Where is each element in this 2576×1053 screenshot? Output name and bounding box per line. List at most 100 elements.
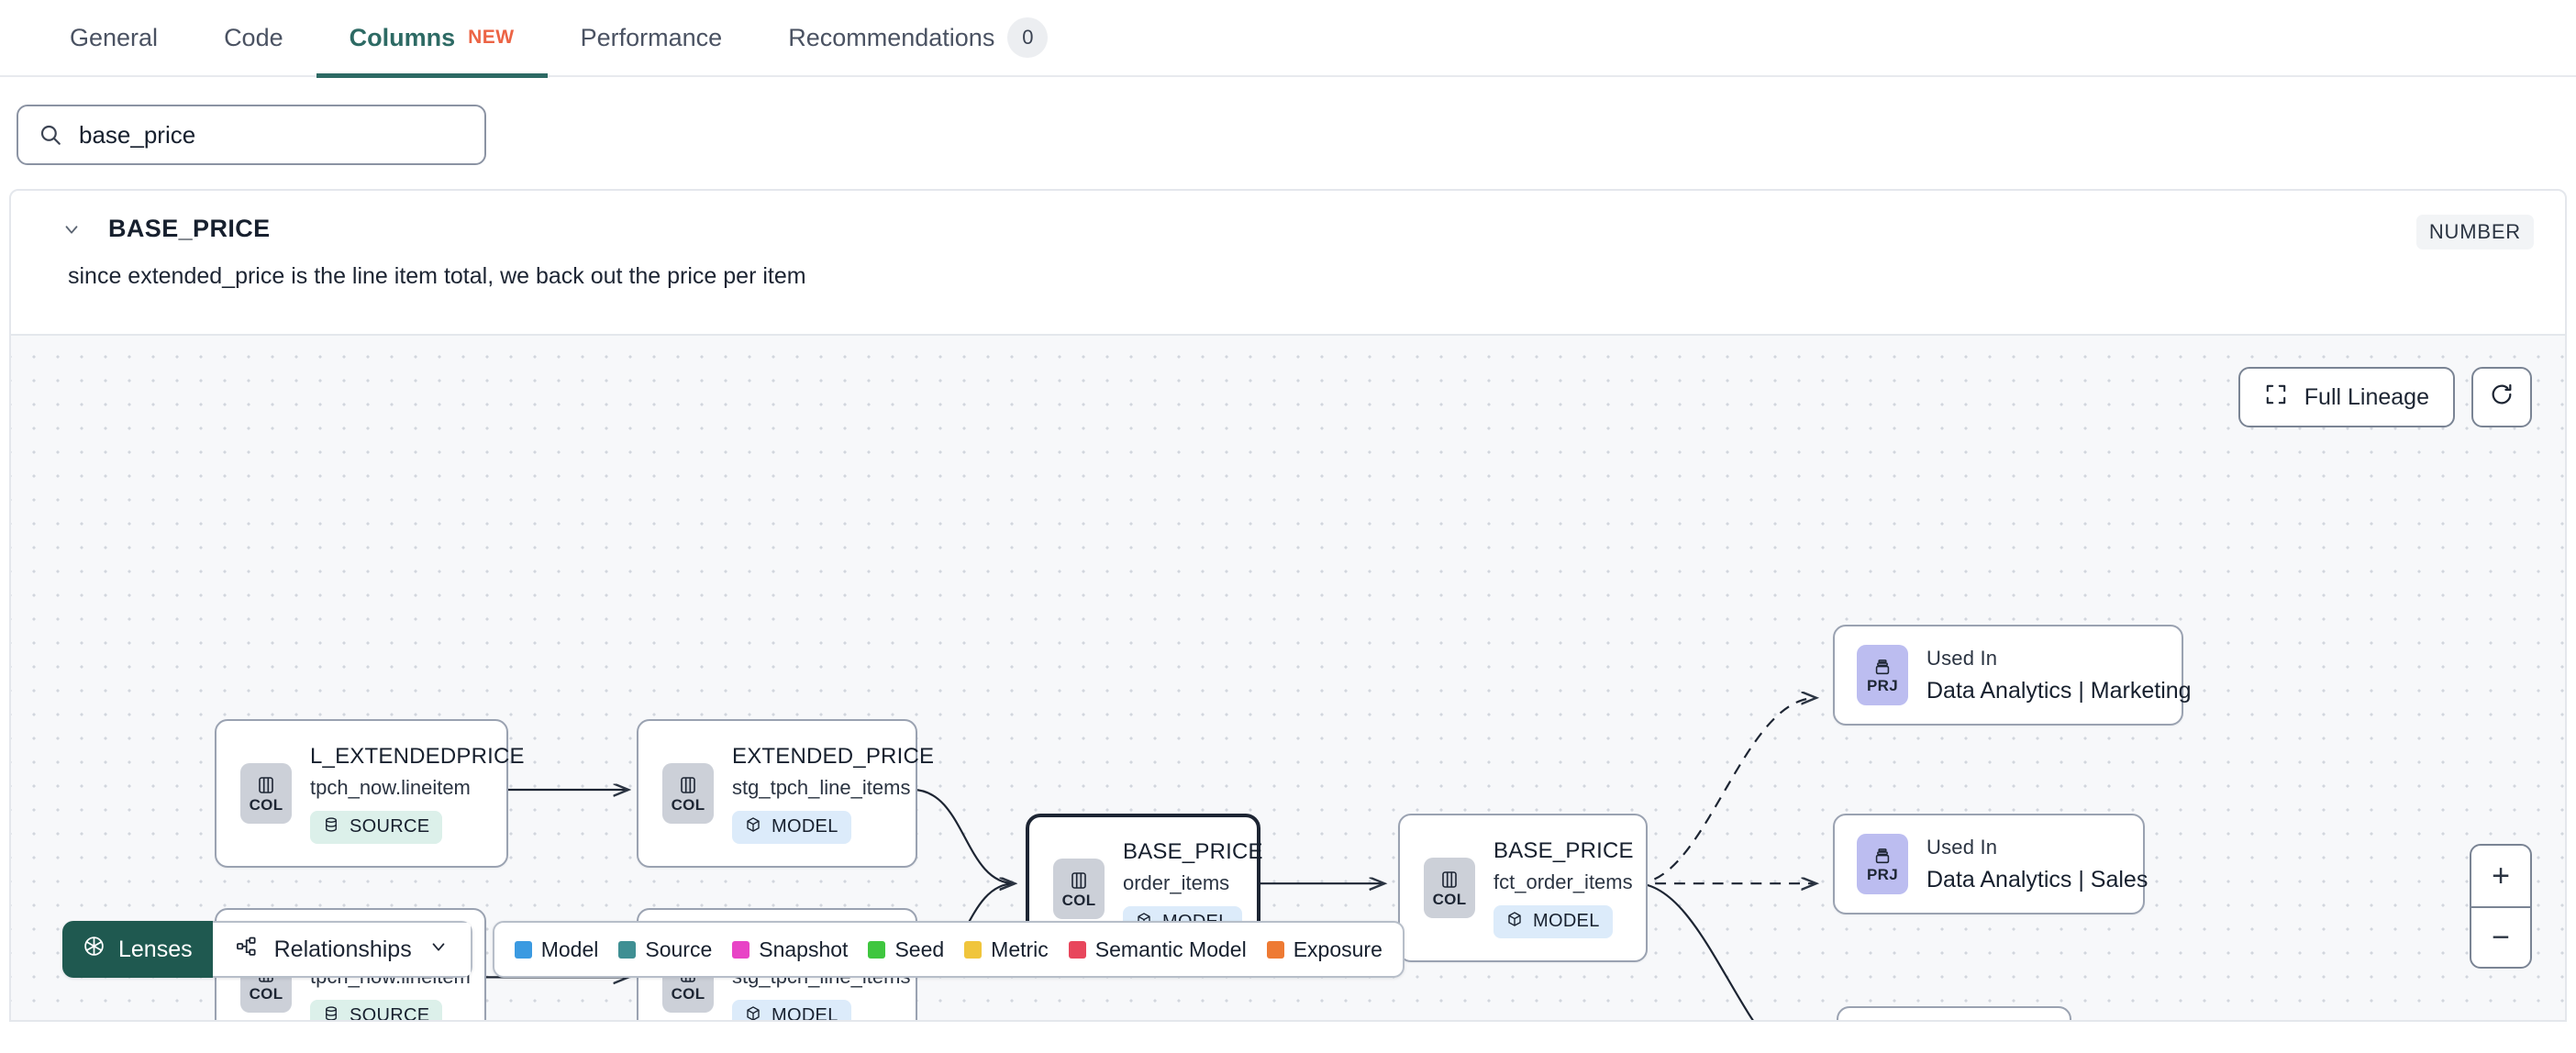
search-input[interactable]: [79, 120, 464, 150]
zoom-out-button[interactable]: −: [2471, 906, 2530, 967]
tab-new-badge: NEW: [468, 27, 515, 48]
search-area: [0, 77, 2576, 189]
database-icon: [323, 1005, 339, 1020]
node-badge-label: COL: [249, 985, 283, 1003]
database-icon: [323, 816, 339, 838]
legend-item: Exposure: [1266, 937, 1382, 962]
tab-label: Performance: [580, 23, 723, 51]
node-title: Used In: [1926, 835, 1998, 859]
legend-item: Source: [618, 937, 712, 962]
recommendations-count-badge: 0: [1007, 17, 1049, 58]
hierarchy-icon: [235, 935, 258, 964]
search-box[interactable]: [17, 105, 486, 165]
graph-node-base-price-use-variables[interactable]: COL BASE_PRICE use_variables MODEL: [1837, 1006, 2071, 1020]
node-badge-label: COL: [1432, 891, 1467, 908]
node-type-tag: MODEL: [732, 810, 851, 844]
relationships-dropdown[interactable]: Relationships: [212, 921, 472, 978]
node-type-tag: MODEL: [1493, 904, 1613, 938]
zoom-in-button[interactable]: +: [2492, 858, 2510, 893]
legend-label: Semantic Model: [1094, 937, 1247, 961]
graph-node-project-sales[interactable]: PRJ Used In Data Analytics | Sales: [1833, 814, 2149, 914]
legend-label: Metric: [991, 937, 1049, 961]
node-type-tag-label: MODEL: [1533, 911, 1600, 931]
column-icon: COL: [240, 763, 292, 824]
cube-icon: [745, 816, 761, 838]
legend-swatch: [514, 940, 532, 959]
node-badge-label: COL: [249, 796, 283, 814]
graph-node-base-price-fct-order-items[interactable]: COL BASE_PRICE fct_order_items MODEL: [1398, 814, 1648, 962]
refresh-icon: [2489, 382, 2515, 414]
legend-swatch: [618, 940, 637, 959]
column-header: BASE_PRICE NUMBER since extended_price i…: [11, 191, 2565, 310]
full-lineage-label: Full Lineage: [2304, 383, 2429, 410]
node-subtitle: tpch_now.lineitem: [310, 775, 471, 799]
page-title: BASE_PRICE: [108, 215, 271, 242]
node-type-tag-label: SOURCE: [350, 816, 430, 837]
graph-node-extended-price[interactable]: COL EXTENDED_PRICE stg_tpch_line_items M…: [637, 719, 935, 868]
node-type-tag-label: SOURCE: [350, 1005, 430, 1020]
node-title: EXTENDED_PRICE: [732, 743, 935, 769]
node-type-tag: SOURCE: [310, 810, 443, 844]
node-badge-label: PRJ: [1867, 677, 1898, 694]
node-subtitle: order_items: [1123, 870, 1230, 894]
chevron-down-icon: [428, 937, 449, 963]
lens-group: Lenses Relationships: [62, 921, 472, 978]
legend-item: Seed: [868, 937, 944, 962]
node-title: Used In: [1926, 646, 1998, 670]
search-icon: [39, 123, 62, 147]
archive-icon: PRJ: [1857, 645, 1908, 705]
legend-label: Model: [540, 937, 599, 961]
archive-icon: PRJ: [1857, 834, 1908, 894]
node-subtitle: Data Analytics | Marketing: [1926, 677, 2192, 704]
legend-label: Source: [645, 937, 713, 961]
node-type-tag: MODEL: [732, 999, 851, 1020]
full-lineage-button[interactable]: Full Lineage: [2237, 367, 2455, 427]
column-type-badge: NUMBER: [2415, 215, 2534, 249]
node-type-tag: SOURCE: [310, 999, 443, 1020]
lenses-label: Lenses: [118, 936, 193, 962]
node-type-tag-label: MODEL: [772, 1005, 838, 1020]
node-badge-label: COL: [671, 796, 705, 814]
node-subtitle: stg_tpch_line_items: [732, 775, 911, 799]
canvas-top-controls: Full Lineage: [2237, 367, 2532, 427]
column-description: since extended_price is the line item to…: [68, 263, 806, 289]
node-subtitle: Data Analytics | Sales: [1926, 866, 2149, 892]
relationships-label: Relationships: [273, 936, 412, 962]
tab-label: Columns: [349, 23, 456, 51]
graph-node-project-marketing[interactable]: PRJ Used In Data Analytics | Marketing: [1833, 625, 2192, 726]
legend-label: Seed: [894, 937, 945, 961]
cube-icon: [745, 1005, 761, 1020]
edge-ext-order: [912, 788, 1015, 883]
tab-columns[interactable]: Columns NEW: [316, 0, 548, 78]
legend-label: Snapshot: [759, 937, 849, 961]
legend-swatch: [868, 940, 886, 959]
tab-recommendations[interactable]: Recommendations 0: [755, 0, 1081, 76]
tab-code[interactable]: Code: [191, 0, 316, 76]
legend-item: Snapshot: [732, 937, 848, 962]
zoom-controls: + −: [2470, 844, 2532, 969]
node-title: BASE_PRICE: [1123, 838, 1263, 864]
node-badge-label: COL: [1061, 892, 1096, 909]
node-title: BASE_PRICE: [1493, 837, 1634, 863]
legend-swatch: [1266, 940, 1284, 959]
chevron-down-icon[interactable]: [61, 218, 83, 240]
aperture-icon: [83, 935, 105, 964]
legend-item: Metric: [964, 937, 1049, 962]
lineage-canvas[interactable]: COL L_EXTENDEDPRICE tpch_now.lineitem SO…: [11, 334, 2565, 1020]
node-subtitle: fct_order_items: [1493, 870, 1633, 893]
refresh-button[interactable]: [2471, 367, 2532, 427]
expand-corners-icon: [2264, 382, 2288, 413]
cube-icon: [1506, 911, 1523, 933]
tab-general[interactable]: General: [37, 0, 191, 76]
edge-fct-usevars: [1636, 882, 1754, 1020]
tab-performance[interactable]: Performance: [548, 0, 756, 76]
node-badge-label: PRJ: [1867, 866, 1898, 883]
node-type-legend: Model Source Snapshot Seed Metric: [492, 921, 1405, 978]
graph-node-l-extendedprice[interactable]: COL L_EXTENDEDPRICE tpch_now.lineitem SO…: [215, 719, 525, 868]
column-detail-panel: BASE_PRICE NUMBER since extended_price i…: [9, 189, 2567, 1022]
tab-label: Code: [224, 23, 283, 51]
column-icon: COL: [1424, 858, 1475, 918]
lenses-button[interactable]: Lenses: [62, 921, 213, 978]
legend-label: Exposure: [1293, 937, 1382, 961]
node-type-tag-label: MODEL: [772, 816, 838, 837]
